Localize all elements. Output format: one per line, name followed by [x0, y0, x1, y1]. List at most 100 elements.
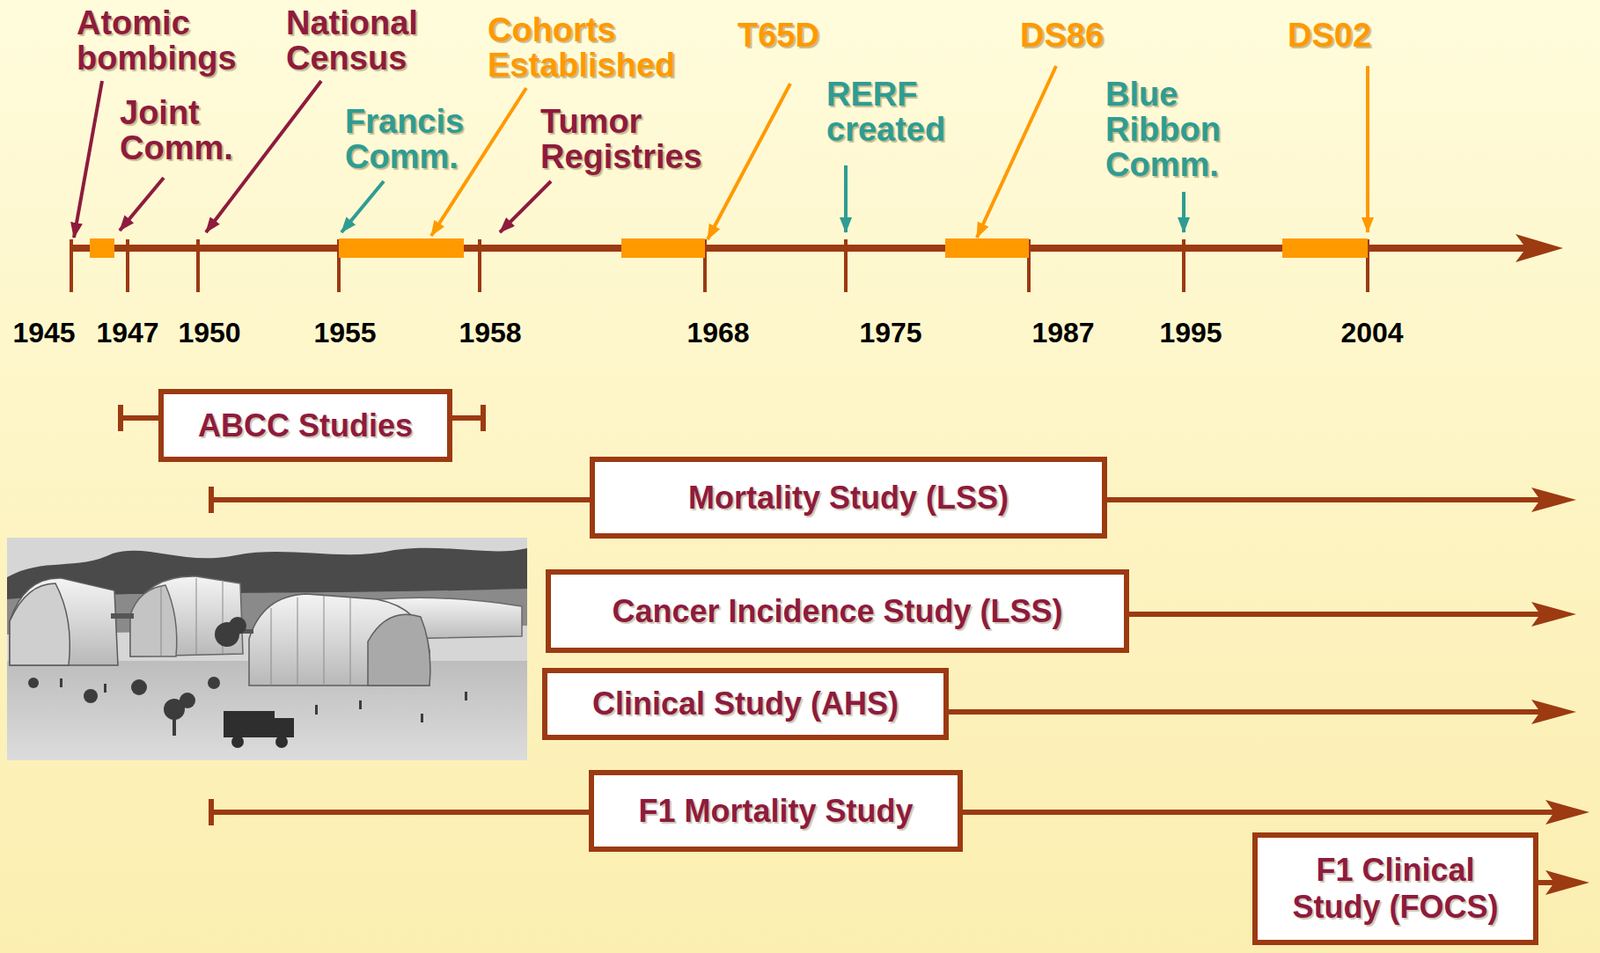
study-box: ABCC Studies — [158, 388, 453, 463]
abcc-photo — [9, 578, 118, 666]
time-axis — [71, 239, 1532, 293]
abcc-photo — [83, 689, 98, 704]
abcc-photo — [110, 613, 134, 619]
event-label: DS02 — [1287, 17, 1372, 53]
study-span-line — [1545, 800, 1590, 825]
truck — [274, 718, 294, 738]
study-title: F1 Mortality Study — [638, 792, 913, 830]
abcc-photo — [130, 585, 177, 657]
abcc-photo — [249, 594, 430, 686]
study-span-line — [117, 404, 124, 432]
study-span-line — [120, 404, 1590, 896]
study-box: F1 Mortality Study — [588, 770, 963, 852]
leader-line — [707, 83, 791, 240]
abcc-photo — [315, 704, 318, 715]
leader-line — [844, 165, 848, 233]
truck — [231, 735, 244, 749]
study-title: Cancer Incidence Study (LSS) — [611, 593, 1063, 631]
leader-line — [119, 177, 164, 231]
study-span-line — [880, 709, 1558, 715]
study-span-line — [1531, 699, 1577, 725]
event-label: T65D — [737, 17, 820, 53]
period-bar — [1282, 238, 1368, 258]
study-box: Clinical Study (AHS) — [542, 667, 949, 741]
period-bar — [89, 238, 1368, 258]
year-label: 1968 — [686, 315, 749, 351]
leader-line — [976, 66, 1057, 238]
leader-line — [1181, 191, 1186, 233]
time-axis — [71, 239, 1368, 293]
truck — [223, 711, 275, 738]
leader-line — [73, 80, 103, 238]
abcc-photo — [207, 676, 221, 690]
abcc-photo — [271, 608, 272, 686]
time-axis — [196, 239, 200, 293]
study-span-line — [1056, 611, 1558, 617]
abcc-photo — [196, 578, 198, 655]
event-label: Tumor Registries — [540, 103, 703, 175]
time-axis — [1181, 239, 1186, 293]
study-box: Cancer Incidence Study (LSS) — [545, 569, 1130, 654]
study-span-line — [480, 404, 486, 432]
time-axis — [125, 239, 130, 293]
leader-line — [341, 181, 384, 233]
study-span-line — [1545, 870, 1590, 896]
abcc-photo — [464, 691, 468, 701]
event-label: Joint Comm. — [119, 95, 234, 166]
event-label: Blue Ribbon Comm. — [1105, 76, 1221, 183]
period-bar — [945, 238, 1029, 258]
year-label: 1945 — [12, 315, 75, 351]
axis-arrowhead — [1515, 234, 1564, 263]
time-axis — [477, 239, 482, 293]
abcc-photo — [7, 537, 528, 761]
year-label: 1987 — [1031, 315, 1094, 351]
event-label: Cohorts Established — [487, 12, 676, 83]
abcc-photo — [28, 677, 39, 689]
event-label: RERF created — [826, 76, 946, 147]
leader-line — [73, 66, 1368, 240]
abcc-photo — [323, 595, 325, 686]
abcc-photo — [172, 709, 177, 736]
leader-line — [499, 181, 551, 233]
study-span-line — [1531, 487, 1577, 513]
event-label: National Census — [286, 5, 419, 76]
year-label: 1995 — [1159, 315, 1222, 351]
study-title: F1 Clinical Study (FOCS) — [1281, 851, 1511, 926]
study-span-line — [1531, 601, 1577, 627]
period-bar — [621, 238, 705, 258]
year-label: 1958 — [458, 315, 522, 351]
year-label: 1947 — [95, 315, 159, 351]
abcc-photo — [9, 583, 70, 666]
time-axis — [844, 239, 848, 293]
truck — [223, 711, 294, 749]
study-title: ABCC Studies — [198, 407, 413, 445]
year-label: 2004 — [1340, 315, 1403, 351]
abcc-photo — [297, 597, 299, 686]
study-title: Clinical Study (AHS) — [592, 685, 899, 723]
abcc-photo — [161, 587, 162, 656]
event-label: Francis Comm. — [344, 103, 464, 175]
abcc-photo — [350, 597, 352, 686]
leader-line — [1365, 66, 1370, 233]
abcc-photo — [59, 678, 63, 688]
period-bar — [338, 238, 464, 258]
abcc-photo — [179, 692, 196, 709]
study-title: Mortality Study (LSS) — [688, 479, 1009, 517]
abcc-photo — [228, 616, 247, 635]
time-axis — [69, 239, 74, 293]
study-box: F1 Clinical Study (FOCS) — [1252, 832, 1539, 946]
period-bar — [89, 238, 115, 258]
abcc-photo — [131, 679, 147, 696]
abcc-photo — [130, 576, 243, 657]
event-label: Atomic bombings — [76, 5, 237, 76]
year-label: 1955 — [313, 315, 376, 351]
abcc-photo — [103, 683, 107, 693]
year-label: 1950 — [177, 315, 241, 351]
abcc-photo — [7, 537, 528, 761]
year-label: 1975 — [858, 315, 922, 351]
abcc-photo — [359, 700, 362, 710]
abcc-photo — [367, 614, 431, 686]
truck — [275, 735, 288, 749]
study-box: Mortality Study (LSS) — [589, 456, 1108, 539]
